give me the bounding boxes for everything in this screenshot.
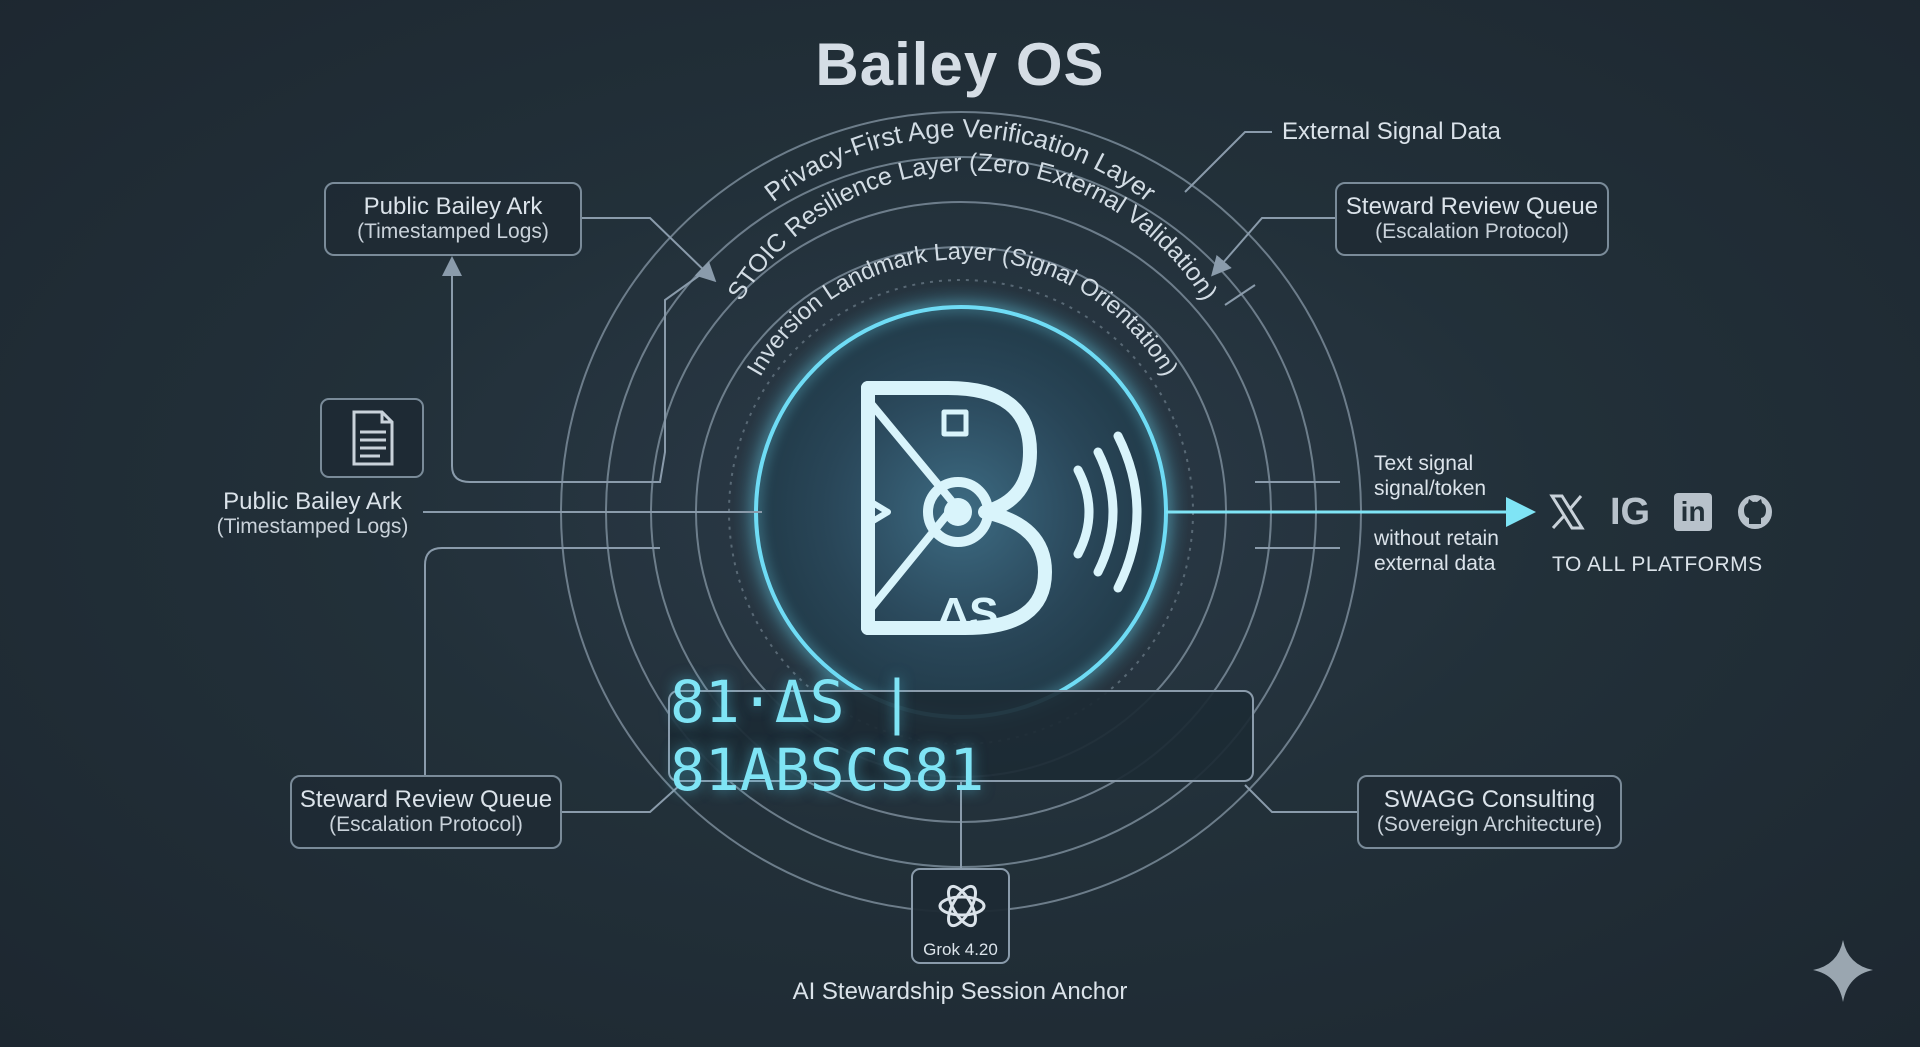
anchor-caption: AI Stewardship Session Anchor: [792, 978, 1128, 1005]
logo-play-mark: [865, 497, 891, 527]
left-ark-label: Public Bailey Ark (Timestamped Logs): [200, 488, 425, 539]
signal-note-line-3: without retain: [1374, 527, 1499, 550]
logo-wave-1: [1073, 465, 1094, 559]
logo-square-mark: [941, 409, 969, 437]
top-left-ark-box: Public Bailey Ark (Timestamped Logs): [324, 182, 582, 256]
x-icon: [1549, 494, 1585, 530]
platform-icons: IG in: [1548, 488, 1774, 536]
signal-note-line-1: Text signal: [1374, 452, 1474, 475]
platforms-label: TO ALL PLATFORMS: [1552, 553, 1763, 576]
identifier-box: 81·ΔS | 81ABSCS81: [668, 668, 1254, 804]
sparkle-icon: [1813, 940, 1873, 1002]
top-left-box-title: Public Bailey Ark: [363, 193, 543, 220]
page-title: Bailey OS: [815, 31, 1105, 98]
top-right-queue-box: Steward Review Queue (Escalation Protoco…: [1335, 182, 1609, 256]
document-icon-box: [320, 398, 424, 478]
top-right-box-subtitle: (Escalation Protocol): [1375, 220, 1569, 243]
instagram-icon: IG: [1610, 491, 1651, 533]
bailey-logo: [861, 381, 1142, 635]
logo-delta-s: ΔS: [938, 589, 999, 638]
bottom-left-box-subtitle: (Escalation Protocol): [329, 813, 523, 836]
bottom-right-box-title: SWAGG Consulting: [1383, 786, 1596, 813]
bottom-left-queue-box: Steward Review Queue (Escalation Protoco…: [290, 775, 562, 849]
signal-note-top: Text signal signal/token: [1374, 451, 1486, 501]
logo-wave-3: [1113, 431, 1142, 593]
connector-ark-inner: [640, 274, 701, 483]
connector-bottom-right: [1244, 784, 1358, 813]
signal-note-line-2: signal/token: [1374, 477, 1487, 500]
connector-top-right: [1211, 217, 1335, 277]
bottom-left-box-title: Steward Review Queue: [299, 786, 553, 813]
top-left-box-subtitle: (Timestamped Logs): [357, 220, 549, 243]
connector-right-tick: [1224, 284, 1256, 306]
grok-model-label: Grok 4.20: [923, 940, 998, 959]
left-label-subtitle: (Timestamped Logs): [216, 515, 409, 538]
connector-external-signal: [1184, 131, 1272, 193]
signal-note-line-4: external data: [1374, 552, 1496, 575]
logo-core-dot: [923, 477, 993, 547]
connector-up-arrow: [442, 256, 640, 483]
connector-bottom-left-right: [560, 784, 681, 813]
top-right-box-title: Steward Review Queue: [1345, 193, 1599, 220]
connector-top-left: [580, 217, 717, 283]
grok-anchor-box: Grok 4.20: [911, 868, 1010, 964]
bottom-right-swagg-box: SWAGG Consulting (Sovereign Architecture…: [1357, 775, 1622, 849]
bottom-right-box-subtitle: (Sovereign Architecture): [1376, 813, 1603, 836]
linkedin-icon: in: [1674, 493, 1713, 531]
ai-knot-icon: [938, 884, 986, 928]
external-signal-label: External Signal Data: [1282, 118, 1501, 145]
github-icon: [1738, 495, 1773, 529]
document-icon: [352, 410, 394, 466]
connectors: [423, 131, 1358, 868]
connector-bottom-left-up: [424, 547, 660, 775]
left-label-title: Public Bailey Ark: [223, 488, 402, 515]
signal-note-bottom: without retain external data: [1374, 526, 1499, 576]
logo-wave-2: [1093, 447, 1118, 577]
